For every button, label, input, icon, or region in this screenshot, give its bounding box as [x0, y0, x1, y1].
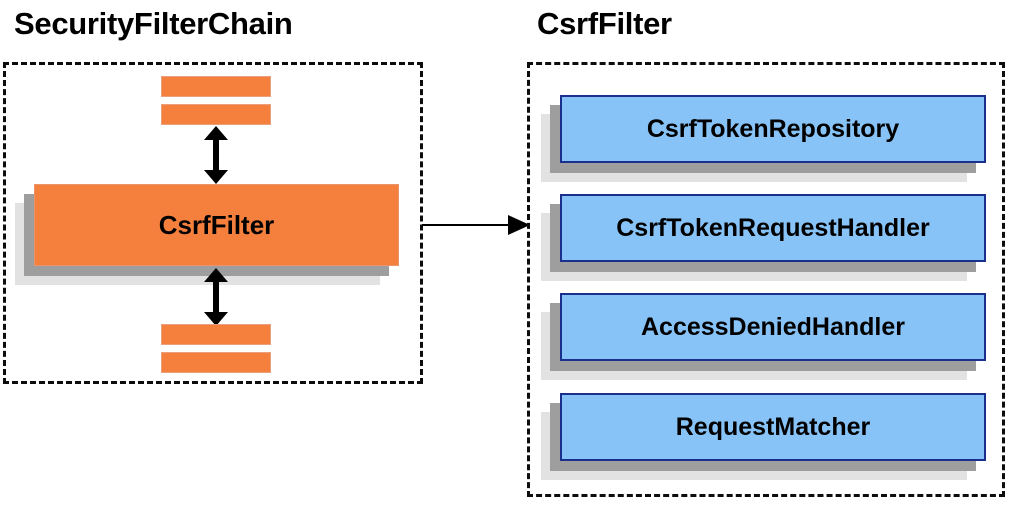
- arrow-shaft: [213, 279, 219, 315]
- arrow-bidirectional-bottom: [204, 268, 228, 326]
- box-label-access-denied-handler: AccessDeniedHandler: [640, 312, 905, 341]
- arrow-head-up-icon: [204, 268, 228, 282]
- box-face: CsrfTokenRepository: [560, 95, 986, 163]
- box-request-matcher[interactable]: RequestMatcher: [541, 393, 986, 480]
- panel-title-security-filter-chain: SecurityFilterChain: [14, 6, 293, 41]
- filter-stub-top-1: [161, 76, 271, 97]
- box-label-csrf-filter: CsrfFilter: [158, 210, 275, 240]
- panel-title-csrf-filter: CsrfFilter: [537, 6, 672, 41]
- panel-security-filter-chain: [3, 62, 423, 384]
- arrow-head-down-icon: [204, 170, 228, 184]
- arrow-shaft: [213, 137, 219, 173]
- box-label-csrf-token-request-handler: CsrfTokenRequestHandler: [616, 213, 930, 242]
- arrow-bidirectional-top: [204, 126, 228, 184]
- box-csrf-token-request-handler[interactable]: CsrfTokenRequestHandler: [541, 194, 986, 281]
- filter-stub-top-2: [161, 104, 271, 125]
- filter-stub-bottom-2: [161, 352, 271, 373]
- connector-arrow-chain-to-detail: [422, 215, 530, 235]
- filter-stub-bottom-1: [161, 324, 271, 345]
- box-face: CsrfTokenRequestHandler: [560, 194, 986, 262]
- box-label-request-matcher: RequestMatcher: [675, 412, 871, 441]
- box-csrf-filter[interactable]: CsrfFilter: [15, 184, 399, 285]
- arrow-head-right-icon: [508, 215, 530, 235]
- box-access-denied-handler[interactable]: AccessDeniedHandler: [541, 293, 986, 380]
- arrow-head-up-icon: [204, 126, 228, 140]
- box-csrf-token-repository[interactable]: CsrfTokenRepository: [541, 95, 986, 182]
- connector-shaft: [422, 224, 530, 226]
- arrow-head-down-icon: [204, 312, 228, 326]
- box-face: CsrfFilter: [34, 184, 399, 266]
- box-label-csrf-token-repository: CsrfTokenRepository: [646, 114, 900, 143]
- panel-csrf-filter-detail: [527, 62, 1005, 497]
- box-face: RequestMatcher: [560, 393, 986, 461]
- box-face: AccessDeniedHandler: [560, 293, 986, 361]
